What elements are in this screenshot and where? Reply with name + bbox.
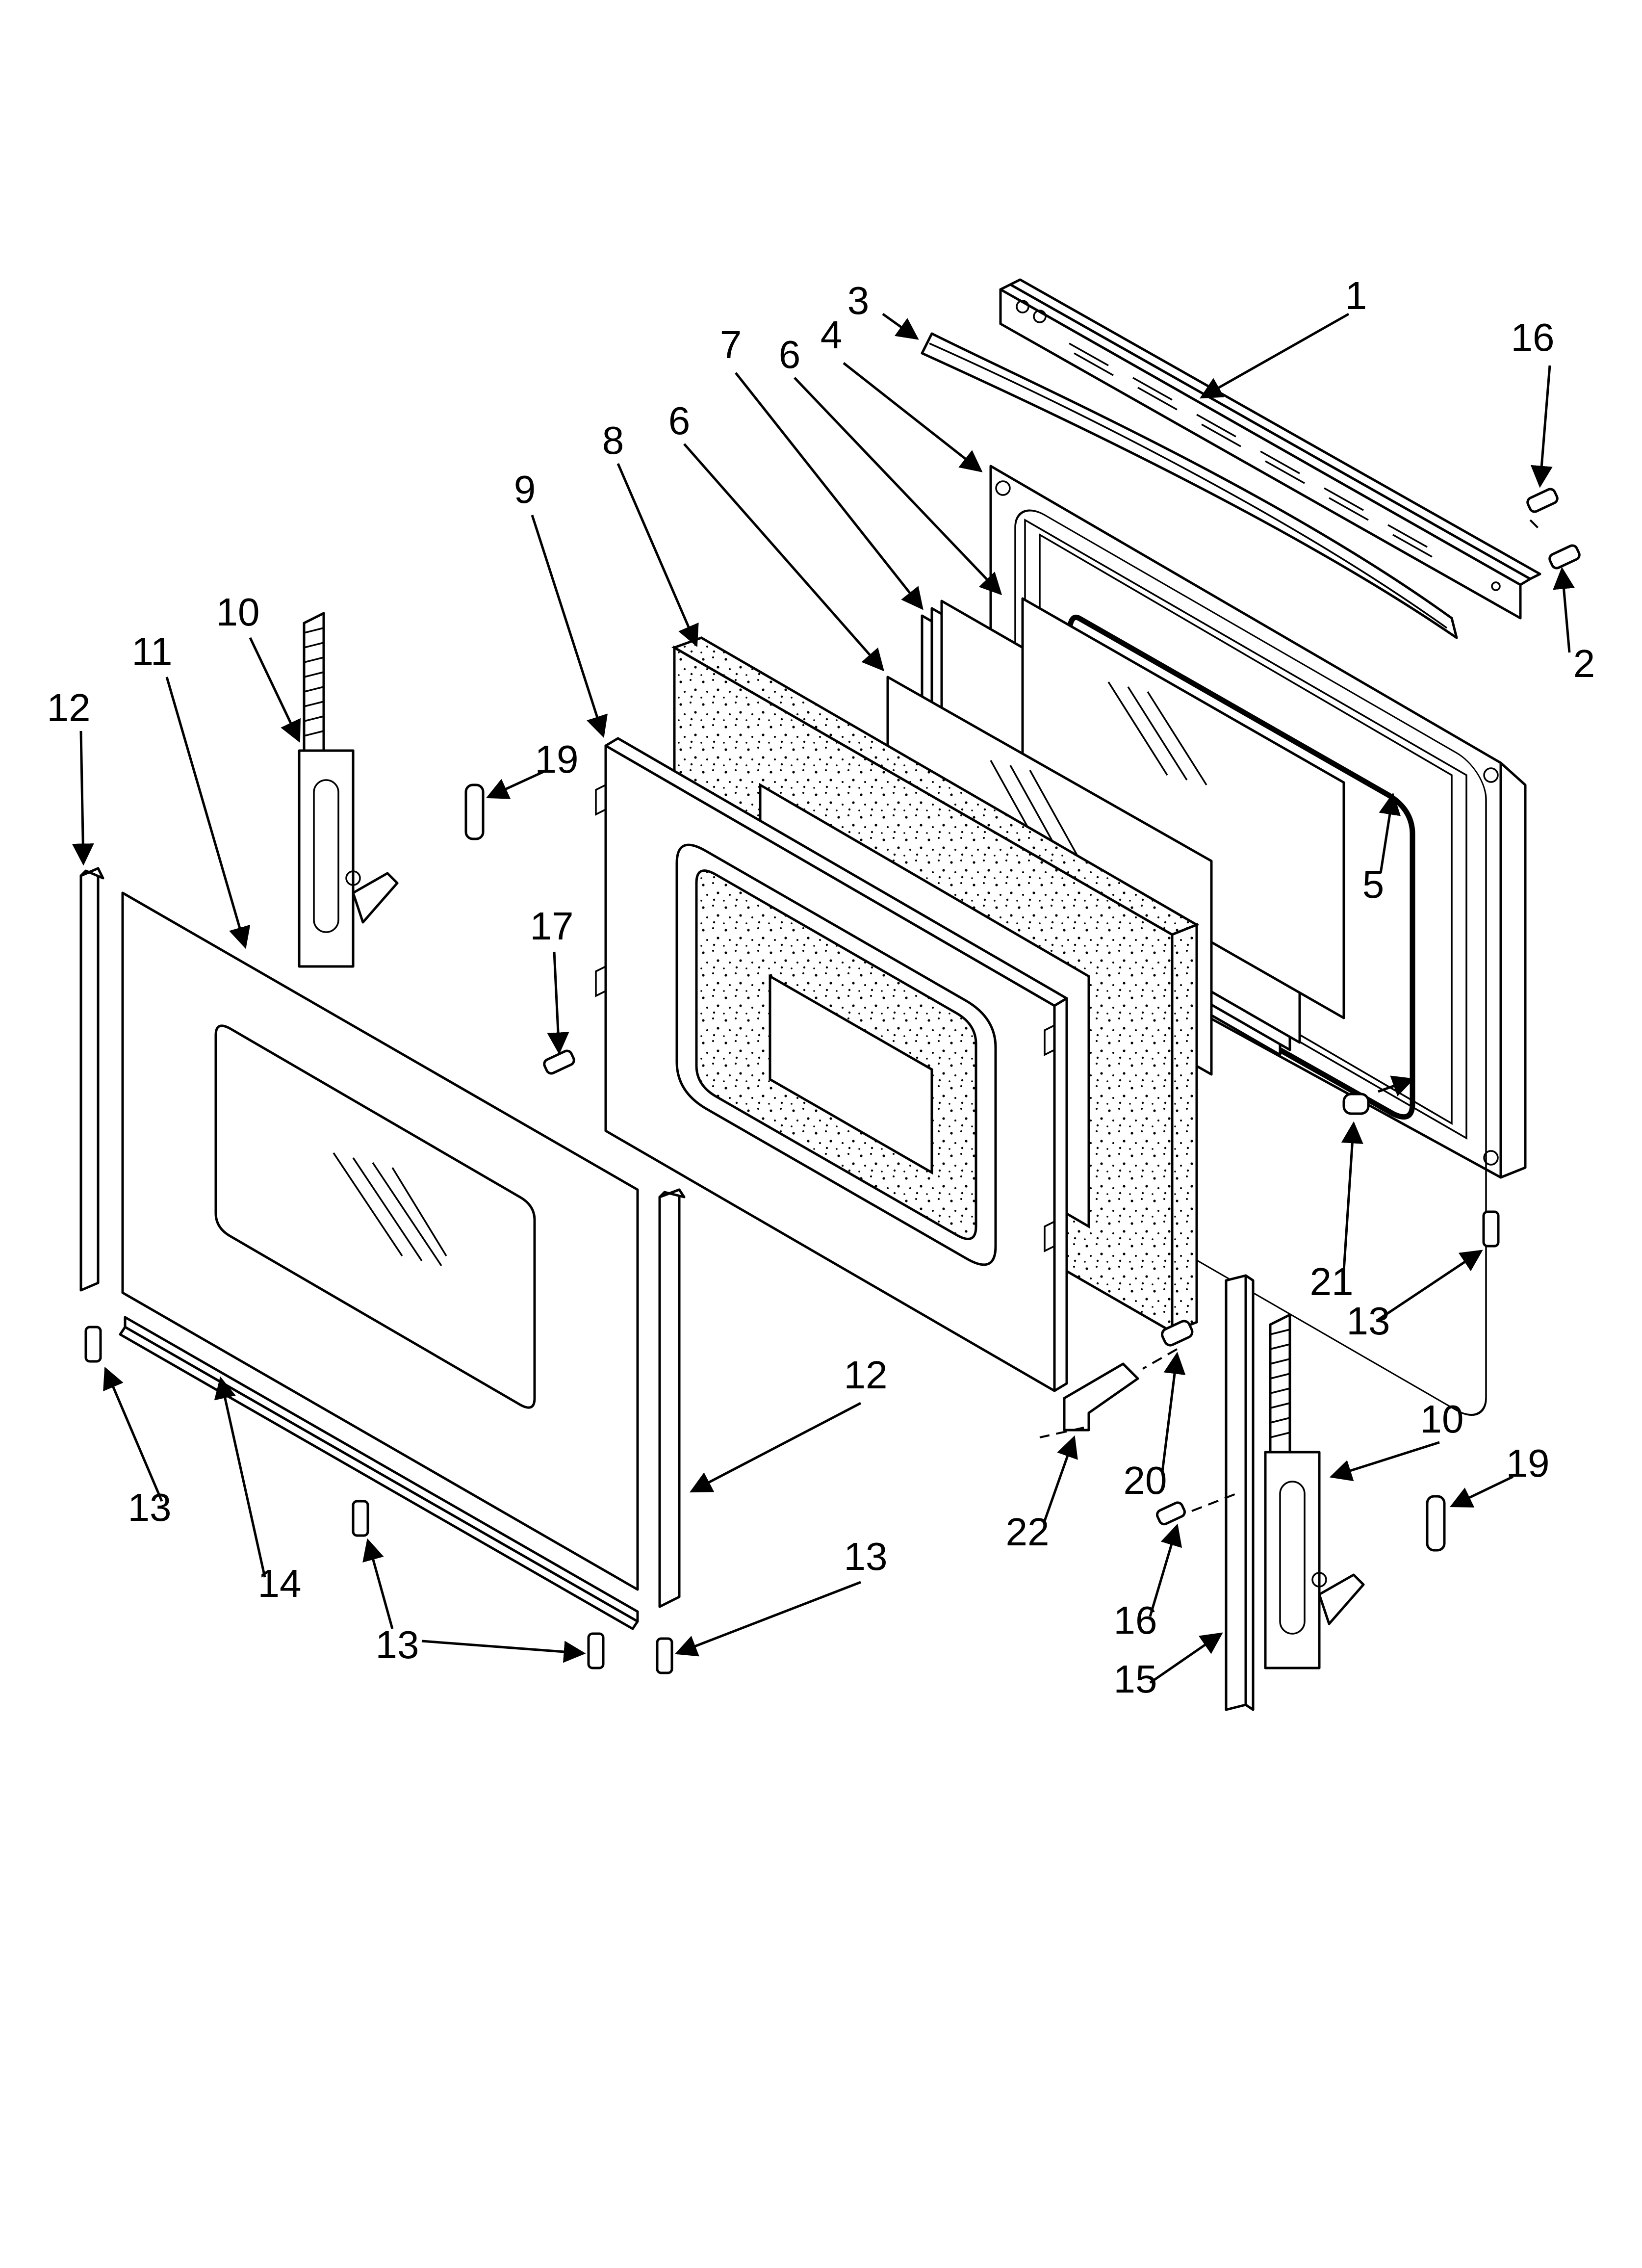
screw-13-bottom-right: [656, 1637, 673, 1674]
callout-c12a: 12: [47, 686, 91, 730]
screw-13-bottom: [587, 1632, 605, 1669]
callout-c3: 3: [847, 279, 870, 322]
callout-c5: 5: [1362, 862, 1385, 906]
callout-labels: 1234566789101011121213131313141516161719…: [47, 274, 1595, 1701]
callout-c20: 20: [1124, 1459, 1167, 1502]
callout-c13a: 13: [128, 1486, 172, 1529]
callout-c6a: 6: [779, 333, 801, 376]
callout-c10a: 10: [216, 590, 260, 634]
right-side-trim: [658, 1188, 686, 1608]
callout-c19a: 19: [535, 737, 579, 781]
leader-lines: [72, 313, 1575, 1684]
callout-c13b: 13: [376, 1623, 419, 1667]
callout-c10b: 10: [1420, 1397, 1464, 1441]
screw-17: [543, 1049, 575, 1075]
callout-c11: 11: [131, 629, 172, 673]
screw-13-right: [1482, 1210, 1500, 1248]
callout-c16a: 16: [1511, 315, 1555, 359]
callout-c2: 2: [1573, 642, 1595, 685]
screw-13-left: [84, 1326, 102, 1363]
hinge-receiver-left: [464, 783, 485, 840]
screw-16-top: [1526, 488, 1559, 513]
right-door-hinge: [1264, 1313, 1365, 1669]
callout-c7: 7: [720, 323, 742, 366]
callout-c1: 1: [1345, 274, 1367, 317]
bottom-door-trim: [119, 1316, 639, 1630]
callout-c13d: 13: [1347, 1299, 1390, 1343]
door-handle: [921, 332, 1458, 639]
callout-c8: 8: [602, 418, 624, 462]
door-liner-frame: [595, 737, 1068, 1392]
callout-c6b: 6: [668, 399, 691, 443]
callout-c4: 4: [821, 313, 843, 357]
left-side-trim: [79, 867, 104, 1292]
hinge-channel: [1225, 1274, 1255, 1711]
callout-c17: 17: [530, 904, 574, 948]
callout-c22: 22: [1006, 1510, 1050, 1554]
callout-c15: 15: [1114, 1657, 1157, 1701]
screw-13-bottom-middle: [352, 1500, 369, 1537]
screw-16-bottom: [1155, 1501, 1186, 1526]
door-bumper: [1342, 1093, 1370, 1115]
callout-c9: 9: [514, 468, 536, 511]
hinge-receiver-right: [1426, 1495, 1446, 1552]
door-bracket: [1063, 1362, 1139, 1432]
screw-20: [1161, 1320, 1194, 1347]
callout-c13c: 13: [844, 1535, 888, 1578]
callout-c21: 21: [1310, 1260, 1354, 1303]
left-door-hinge: [298, 612, 399, 968]
callout-c12b: 12: [844, 1353, 888, 1397]
callout-c14: 14: [258, 1562, 302, 1605]
callout-c19b: 19: [1506, 1441, 1550, 1485]
outer-door-glass: [121, 891, 639, 1591]
vent-trim-strip: [999, 278, 1541, 620]
callout-c16b: 16: [1114, 1598, 1157, 1642]
screw-2: [1548, 544, 1581, 570]
